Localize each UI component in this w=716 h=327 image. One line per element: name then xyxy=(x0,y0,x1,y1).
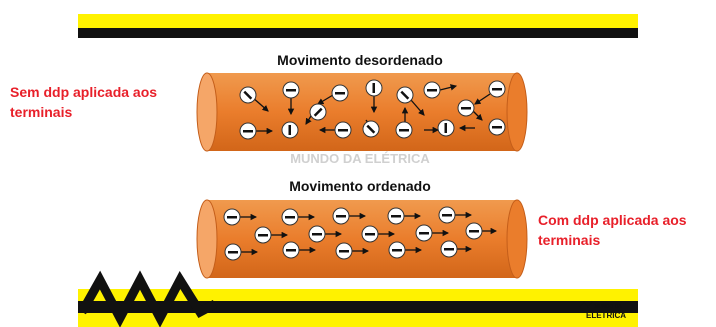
title-ordered: Movimento ordenado xyxy=(289,178,431,194)
electron xyxy=(308,225,326,243)
ordered-electrons xyxy=(223,206,498,261)
electron xyxy=(224,243,242,261)
top-black-stripe xyxy=(78,28,638,38)
electron xyxy=(362,120,380,138)
electron xyxy=(423,81,441,99)
electron-arrow xyxy=(474,93,491,105)
logo-bottom-text: ELÉTRICA xyxy=(586,311,626,320)
electron xyxy=(396,86,414,104)
electron xyxy=(335,242,353,260)
label-no-voltage-line2: terminais xyxy=(10,104,73,120)
label-with-voltage-line1: Com ddp aplicada aos xyxy=(538,212,687,228)
electron-arrow xyxy=(410,99,425,116)
electron xyxy=(334,121,352,139)
title-disordered: Movimento desordenado xyxy=(277,52,443,68)
bottom-banner: MUNDO DA ELÉTRICA xyxy=(78,270,638,327)
electron xyxy=(457,99,475,117)
conductor-bottom xyxy=(196,199,528,279)
electron xyxy=(465,222,483,240)
electron xyxy=(488,118,506,136)
electron xyxy=(488,80,506,98)
electron xyxy=(437,119,455,137)
label-no-voltage: Sem ddp aplicada aos terminais xyxy=(10,82,200,122)
top-yellow-stripe xyxy=(78,14,638,28)
electron xyxy=(309,103,327,121)
electron xyxy=(332,207,350,225)
electron xyxy=(281,208,299,226)
electron xyxy=(281,121,299,139)
disordered-electrons xyxy=(239,79,506,140)
logo-top-text: MUNDO DA xyxy=(594,304,622,310)
watermark-text: MUNDO DA ELÉTRICA xyxy=(290,151,430,166)
electron xyxy=(282,241,300,259)
brand-logo: MUNDO DA ELÉTRICA xyxy=(579,301,626,320)
electron-arrow xyxy=(317,94,334,105)
label-no-voltage-line1: Sem ddp aplicada aos xyxy=(10,84,158,100)
electron xyxy=(438,206,456,224)
label-with-voltage-line2: terminais xyxy=(538,232,601,248)
electron xyxy=(331,84,349,102)
electron xyxy=(361,225,379,243)
electron xyxy=(395,121,413,139)
electron xyxy=(223,208,241,226)
electron xyxy=(254,226,272,244)
electron xyxy=(415,224,433,242)
electron xyxy=(282,81,300,99)
electron xyxy=(387,207,405,225)
label-with-voltage: Com ddp aplicada aos terminais xyxy=(538,210,716,250)
electron xyxy=(239,122,257,140)
electron xyxy=(388,241,406,259)
resistor-zigzag-icon xyxy=(78,270,218,327)
electron xyxy=(365,79,383,97)
electron xyxy=(440,240,458,258)
electron xyxy=(239,86,257,104)
electron-arrow xyxy=(439,84,458,91)
